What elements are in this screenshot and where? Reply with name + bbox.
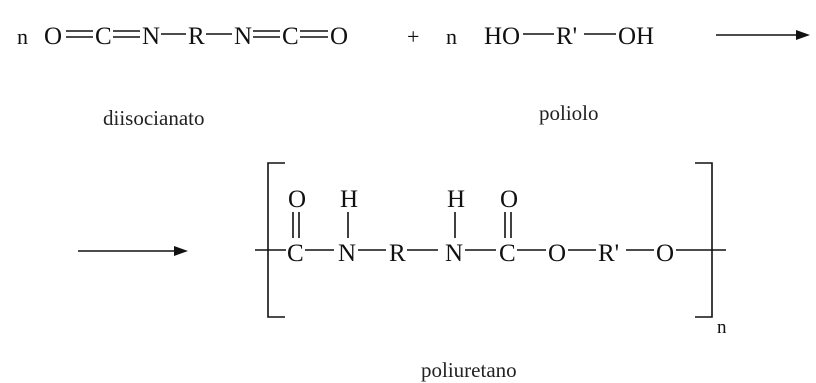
diisocyanate-bond-double-3 — [253, 30, 280, 38]
reaction-arrow-icon-bottom — [78, 246, 188, 256]
label-polyol: poliolo — [539, 101, 599, 125]
diisocyanate-bond-double-1 — [66, 30, 93, 38]
substituent-carbonyl-o1: O — [288, 186, 306, 213]
polyol-atom-oh: OH — [618, 23, 654, 50]
diisocyanate-atom-o1: O — [44, 23, 62, 50]
coefficient-diisocyanate: n — [17, 24, 28, 49]
chain-atom-n1: N — [338, 240, 356, 267]
substituent-double-bond-1 — [292, 212, 300, 238]
chain-atom-o1: O — [548, 240, 566, 267]
substituent-double-bond-2 — [504, 212, 512, 238]
plus-sign: + — [407, 24, 419, 49]
diisocyanate-atom-c2: C — [282, 23, 299, 50]
chain-atom-o2: O — [656, 240, 674, 267]
polyol-atom-r-prime: R' — [556, 23, 577, 50]
substituent-h1: H — [340, 186, 358, 213]
chain-atom-c1: C — [287, 240, 304, 267]
diisocyanate-atom-r: R — [188, 23, 205, 50]
chain-atom-r-prime: R' — [598, 240, 619, 267]
repeat-unit-subscript: n — [717, 317, 727, 338]
coefficient-polyol: n — [446, 24, 457, 49]
chain-atom-r: R — [389, 240, 406, 267]
diisocyanate-atom-n1: N — [142, 23, 160, 50]
label-diisocyanate: diisocianato — [103, 106, 204, 130]
chain-atom-c2: C — [499, 240, 516, 267]
repeat-unit-right-bracket — [695, 162, 713, 318]
diisocyanate-bond-double-2 — [113, 30, 140, 38]
polyol-atom-ho: HO — [484, 23, 520, 50]
repeat-unit-left-bracket — [267, 162, 285, 318]
reaction-arrow-icon-top — [716, 30, 810, 40]
diisocyanate-atom-o2: O — [330, 23, 348, 50]
substituent-h2: H — [447, 186, 465, 213]
diisocyanate-bond-double-4 — [300, 30, 328, 38]
diisocyanate-atom-c1: C — [95, 23, 112, 50]
label-product: poliuretano — [421, 358, 517, 382]
chain-atom-n2: N — [445, 240, 463, 267]
diisocyanate-atom-n2: N — [234, 23, 252, 50]
substituent-carbonyl-o2: O — [500, 186, 518, 213]
